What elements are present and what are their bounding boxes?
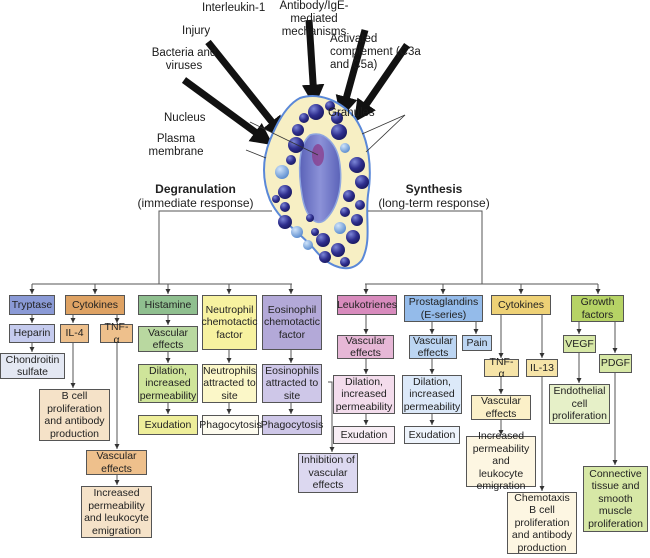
arrow-complement — [353, 43, 410, 123]
box-growth-factors: Growth factors — [571, 295, 624, 322]
label-plasma-membrane: Plasma membrane — [148, 133, 204, 158]
nucleus-pointer — [249, 121, 319, 156]
stimulus-interleukin: Interleukin-1 — [202, 2, 266, 14]
degranulation-subtitle: (immediate response) — [137, 196, 254, 210]
box-chemotaxis: Chemotaxis B cell proliferation and anti… — [507, 492, 577, 554]
degranulation-title: Degranulation — [155, 182, 236, 196]
box-vascular-effects-prostaglandins: Vascular effects — [409, 335, 457, 359]
granules-pointer-2 — [365, 114, 406, 153]
stimulus-complement: Activated complement (C3a and C5a) — [330, 33, 421, 71]
arrow-bacteria — [181, 77, 274, 146]
box-cytokines-synthesis: Cytokines — [491, 295, 551, 315]
box-dilation-leukotrienes: Dilation, increased permeability — [333, 375, 395, 414]
box-histamine: Histamine — [138, 295, 198, 315]
mast-cell — [245, 95, 406, 270]
stimulus-bacteria: Bacteria and viruses — [151, 47, 217, 72]
heading-synthesis: Synthesis (long-term response) — [374, 182, 494, 210]
box-vascular-effects-synthesis: Vascular effects — [471, 395, 531, 420]
box-tnf-alpha-synthesis: TNF-α — [484, 356, 519, 380]
box-increased-permeability-synthesis: Increased permeability and leukocyte emi… — [466, 430, 536, 492]
box-pain: Pain — [462, 335, 492, 351]
box-leukotrienes: Leukotrienes — [337, 295, 397, 315]
box-phagocytosis-eosinophil: Phagocytosis — [261, 415, 323, 435]
box-il4: IL-4 — [60, 324, 89, 343]
label-nucleus: Nucleus — [164, 112, 206, 124]
box-exudation-leukotrienes: Exudation — [333, 426, 395, 444]
box-neutrophils-attracted: Neutrophils attracted to site — [202, 364, 257, 403]
box-tnf-alpha-degranulation: TNF-α — [100, 321, 133, 346]
box-increased-permeability-degranulation: Increased permeability and leukocyte emi… — [81, 486, 152, 538]
label-granules: Granules — [328, 107, 375, 119]
synthesis-subtitle: (long-term response) — [378, 196, 490, 210]
box-vascular-effects-histamine: Vascular effects — [138, 326, 198, 352]
box-exudation-prostaglandins: Exudation — [404, 426, 460, 444]
box-il13: IL-13 — [526, 359, 558, 377]
arrow-interleukin — [301, 19, 325, 107]
box-tryptase: Tryptase — [9, 295, 55, 315]
box-vegf: VEGF — [563, 335, 596, 353]
stimulus-antibody: Antibody/IgE-mediated mechanisms — [279, 0, 349, 38]
box-heparin: Heparin — [9, 324, 55, 343]
box-eosinophils-attracted: Eosinophils attracted to site — [262, 364, 322, 403]
box-b-cell-proliferation: B cell proliferation and antibody produc… — [39, 389, 110, 441]
arrow-antibody — [335, 29, 369, 119]
synthesis-title: Synthesis — [405, 182, 463, 196]
box-pdgf: PDGF — [599, 354, 632, 373]
box-eosinophil-chemotactic-factor: Eosinophil chemotactic factor — [262, 295, 322, 350]
box-chondroitin-sulfate: Chondroitin sulfate — [0, 353, 65, 379]
heading-degranulation: Degranulation (immediate response) — [128, 182, 263, 210]
box-connective-tissue-proliferation: Connective tissue and smooth muscle prol… — [583, 466, 648, 532]
stimulus-arrows — [181, 19, 410, 146]
membrane-pointer — [245, 149, 267, 159]
nucleus-shape — [298, 133, 342, 224]
box-dilation-prostaglandins: Dilation, increased permeability — [402, 375, 462, 414]
box-phagocytosis-neutrophil: Phagocytosis — [199, 415, 262, 435]
box-prostaglandins: Prostaglandins (E-series) — [404, 295, 483, 322]
box-neutrophil-chemotactic-factor: Neutrophil chemotactic factor — [201, 295, 258, 350]
box-vascular-effects-tnf: Vascular effects — [86, 450, 147, 475]
granules-pointer-1 — [361, 114, 406, 135]
box-exudation-histamine: Exudation — [138, 415, 198, 435]
box-cytokines-degranulation: Cytokines — [65, 295, 125, 315]
box-vascular-effects-leukotrienes: Vascular effects — [337, 335, 394, 359]
arrow-injury — [205, 39, 286, 139]
box-endothelial-proliferation: Endothelial cell proliferation — [549, 384, 610, 424]
granules — [272, 101, 369, 267]
box-dilation-histamine: Dilation, increased permeability — [138, 364, 198, 403]
stimulus-injury: Injury — [182, 25, 211, 37]
box-inhibition-vascular-effects: Inhibition of vascular effects — [298, 453, 358, 493]
